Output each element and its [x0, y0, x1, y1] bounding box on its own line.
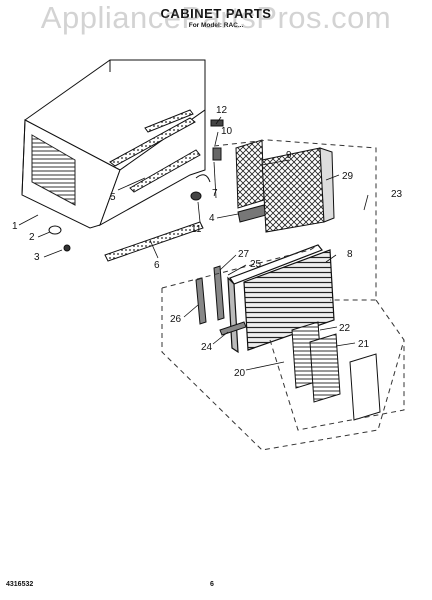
leader-lines: [18, 116, 369, 371]
callout-6: 6: [154, 260, 160, 271]
callout-26: 26: [170, 314, 182, 325]
callout-9: 9: [286, 150, 292, 161]
rail-part: [104, 109, 204, 262]
dashed-group-outline: [161, 139, 405, 451]
callout-1: 1: [12, 221, 18, 232]
callout-29: 29: [342, 171, 354, 182]
louver-parts: [291, 321, 381, 421]
callout-5: 5: [110, 192, 116, 203]
callout-8: 8: [347, 249, 353, 260]
callout-21: 21: [358, 339, 370, 350]
callout-12: 12: [216, 105, 228, 116]
cabinet-part: [21, 59, 206, 229]
filter-part: [235, 139, 267, 223]
model-subtitle: For Model: RAC...: [188, 22, 244, 29]
front-panel-filter: [261, 147, 335, 233]
callout-11: 11: [191, 224, 202, 235]
callout-25: 25: [250, 259, 262, 270]
callout-3: 3: [34, 252, 40, 263]
callout-24: 24: [201, 342, 213, 353]
callout-22: 22: [339, 323, 351, 334]
callout-27: 27: [238, 249, 250, 260]
callout-20: 20: [234, 368, 246, 379]
page-title: CABINET PARTS: [160, 6, 272, 21]
seal-strips: [195, 265, 247, 336]
callout-2: 2: [29, 232, 35, 243]
callout-4: 4: [209, 213, 215, 224]
callout-7: 7: [212, 188, 218, 199]
document-number: 4316532: [6, 581, 34, 588]
callout-10: 10: [221, 126, 233, 137]
callout-23: 23: [391, 189, 403, 200]
page-number: 6: [210, 581, 214, 588]
